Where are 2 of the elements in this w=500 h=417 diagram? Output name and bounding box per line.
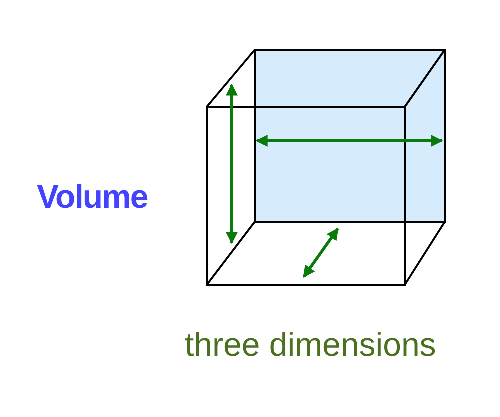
volume-label: Volume bbox=[37, 178, 148, 216]
caption-label: three dimensions bbox=[185, 326, 436, 364]
